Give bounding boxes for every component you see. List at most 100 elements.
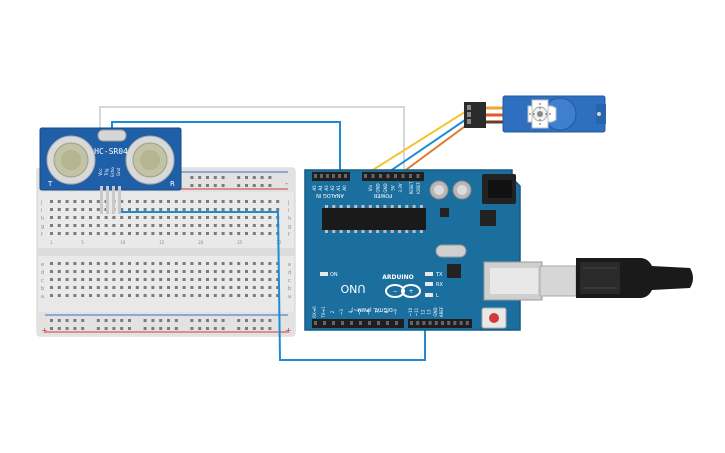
rail-hole[interactable] <box>252 319 256 322</box>
sensor-pin[interactable] <box>112 186 115 214</box>
breadboard-hole[interactable] <box>151 200 155 203</box>
breadboard-hole[interactable] <box>112 294 116 297</box>
breadboard-hole[interactable] <box>143 232 147 235</box>
breadboard-hole[interactable] <box>167 286 170 289</box>
breadboard-hole[interactable] <box>120 294 124 297</box>
breadboard-hole[interactable] <box>182 232 186 235</box>
breadboard-hole[interactable] <box>260 216 264 219</box>
breadboard-hole[interactable] <box>143 216 147 219</box>
breadboard-hole[interactable] <box>252 224 256 227</box>
rail-hole[interactable] <box>213 184 217 187</box>
breadboard-hole[interactable] <box>167 278 170 281</box>
breadboard-hole[interactable] <box>89 200 92 203</box>
breadboard-hole[interactable] <box>50 262 53 265</box>
breadboard-hole[interactable] <box>174 224 178 227</box>
rail-hole[interactable] <box>151 327 155 330</box>
rail-hole[interactable] <box>245 327 248 330</box>
breadboard-hole[interactable] <box>120 216 124 219</box>
rail-hole[interactable] <box>120 327 124 330</box>
rail-hole[interactable] <box>198 176 202 179</box>
breadboard-hole[interactable] <box>73 224 77 227</box>
breadboard-hole[interactable] <box>198 216 202 219</box>
breadboard-hole[interactable] <box>65 278 69 281</box>
rail-hole[interactable] <box>96 327 100 330</box>
breadboard-hole[interactable] <box>135 232 139 235</box>
breadboard-hole[interactable] <box>182 224 186 227</box>
breadboard-hole[interactable] <box>206 286 209 289</box>
breadboard-hole[interactable] <box>159 216 163 219</box>
rail-hole[interactable] <box>198 327 202 330</box>
breadboard-hole[interactable] <box>135 286 139 289</box>
rail-hole[interactable] <box>213 319 217 322</box>
breadboard-hole[interactable] <box>81 200 85 203</box>
breadboard-hole[interactable] <box>237 232 241 235</box>
breadboard-hole[interactable] <box>89 262 92 265</box>
rail-hole[interactable] <box>206 319 209 322</box>
breadboard-hole[interactable] <box>245 224 248 227</box>
rail-hole[interactable] <box>245 184 248 187</box>
breadboard-hole[interactable] <box>206 216 209 219</box>
breadboard-hole[interactable] <box>120 200 124 203</box>
breadboard-hole[interactable] <box>229 224 233 227</box>
breadboard-hole[interactable] <box>237 200 241 203</box>
breadboard-hole[interactable] <box>268 208 272 211</box>
breadboard-hole[interactable] <box>167 216 170 219</box>
rail-hole[interactable] <box>213 176 217 179</box>
breadboard-hole[interactable] <box>174 216 178 219</box>
rail-hole[interactable] <box>112 319 116 322</box>
rail-hole[interactable] <box>143 327 147 330</box>
breadboard-hole[interactable] <box>120 270 124 273</box>
breadboard-hole[interactable] <box>229 200 233 203</box>
breadboard-hole[interactable] <box>50 232 53 235</box>
breadboard-hole[interactable] <box>252 200 256 203</box>
rail-hole[interactable] <box>143 319 147 322</box>
breadboard-hole[interactable] <box>260 232 264 235</box>
breadboard-hole[interactable] <box>151 208 155 211</box>
breadboard-hole[interactable] <box>268 216 272 219</box>
breadboard-hole[interactable] <box>245 278 248 281</box>
rail-hole[interactable] <box>73 327 77 330</box>
breadboard-hole[interactable] <box>221 208 225 211</box>
breadboard-hole[interactable] <box>65 294 69 297</box>
rail-hole[interactable] <box>260 319 264 322</box>
rail-hole[interactable] <box>120 319 124 322</box>
breadboard-hole[interactable] <box>252 262 256 265</box>
breadboard-hole[interactable] <box>213 200 217 203</box>
breadboard-hole[interactable] <box>89 208 92 211</box>
breadboard-hole[interactable] <box>81 278 85 281</box>
breadboard-hole[interactable] <box>50 278 53 281</box>
breadboard-hole[interactable] <box>167 200 170 203</box>
breadboard-hole[interactable] <box>260 270 264 273</box>
breadboard-hole[interactable] <box>57 270 61 273</box>
breadboard-hole[interactable] <box>229 262 233 265</box>
breadboard-hole[interactable] <box>260 286 264 289</box>
breadboard-hole[interactable] <box>151 294 155 297</box>
breadboard-hole[interactable] <box>167 270 170 273</box>
breadboard-hole[interactable] <box>73 286 77 289</box>
rail-hole[interactable] <box>190 184 194 187</box>
breadboard-hole[interactable] <box>174 278 178 281</box>
breadboard-hole[interactable] <box>81 232 85 235</box>
breadboard-hole[interactable] <box>198 232 202 235</box>
rail-hole[interactable] <box>213 327 217 330</box>
breadboard-hole[interactable] <box>73 270 77 273</box>
breadboard-hole[interactable] <box>198 200 202 203</box>
breadboard-hole[interactable] <box>237 262 241 265</box>
breadboard-hole[interactable] <box>174 262 178 265</box>
breadboard-hole[interactable] <box>190 224 194 227</box>
breadboard-hole[interactable] <box>268 278 272 281</box>
breadboard-hole[interactable] <box>206 200 209 203</box>
breadboard-hole[interactable] <box>252 294 256 297</box>
breadboard-hole[interactable] <box>268 262 272 265</box>
breadboard-hole[interactable] <box>252 270 256 273</box>
breadboard-hole[interactable] <box>96 286 100 289</box>
breadboard-hole[interactable] <box>143 224 147 227</box>
rail-hole[interactable] <box>268 184 272 187</box>
breadboard-hole[interactable] <box>245 262 248 265</box>
breadboard-hole[interactable] <box>65 200 69 203</box>
breadboard-hole[interactable] <box>135 270 139 273</box>
breadboard-hole[interactable] <box>50 200 53 203</box>
rail-hole[interactable] <box>190 327 194 330</box>
breadboard-hole[interactable] <box>112 286 116 289</box>
breadboard-hole[interactable] <box>221 232 225 235</box>
